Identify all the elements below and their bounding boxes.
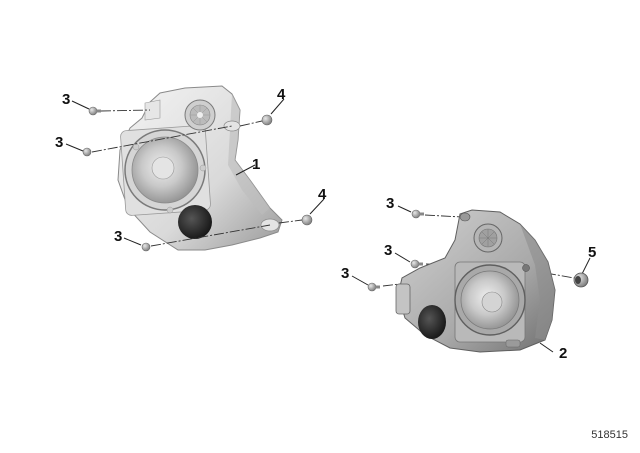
figure-number: 518515: [591, 429, 628, 441]
callout-5: 5: [588, 244, 597, 261]
callout-1: 1: [252, 156, 261, 173]
callout-4: 4: [277, 86, 286, 103]
callout-3: 3: [341, 265, 350, 282]
callout-3: 3: [114, 228, 123, 245]
callout-3: 3: [62, 91, 71, 108]
screw-icon: [82, 106, 151, 252]
bass-port-icon: [418, 305, 446, 339]
speaker-enclosure-right: [395, 209, 556, 353]
callout-3: 3: [55, 134, 64, 151]
callout-4: 4: [318, 186, 327, 203]
screw-icon: [367, 209, 424, 292]
bass-port-icon: [178, 205, 212, 239]
callout-3: 3: [384, 242, 393, 259]
grommet-icon: [573, 272, 589, 288]
speaker-enclosure-left: [117, 85, 283, 251]
callout-3: 3: [386, 195, 395, 212]
nut-icon: [261, 114, 313, 226]
callout-2: 2: [559, 345, 568, 362]
